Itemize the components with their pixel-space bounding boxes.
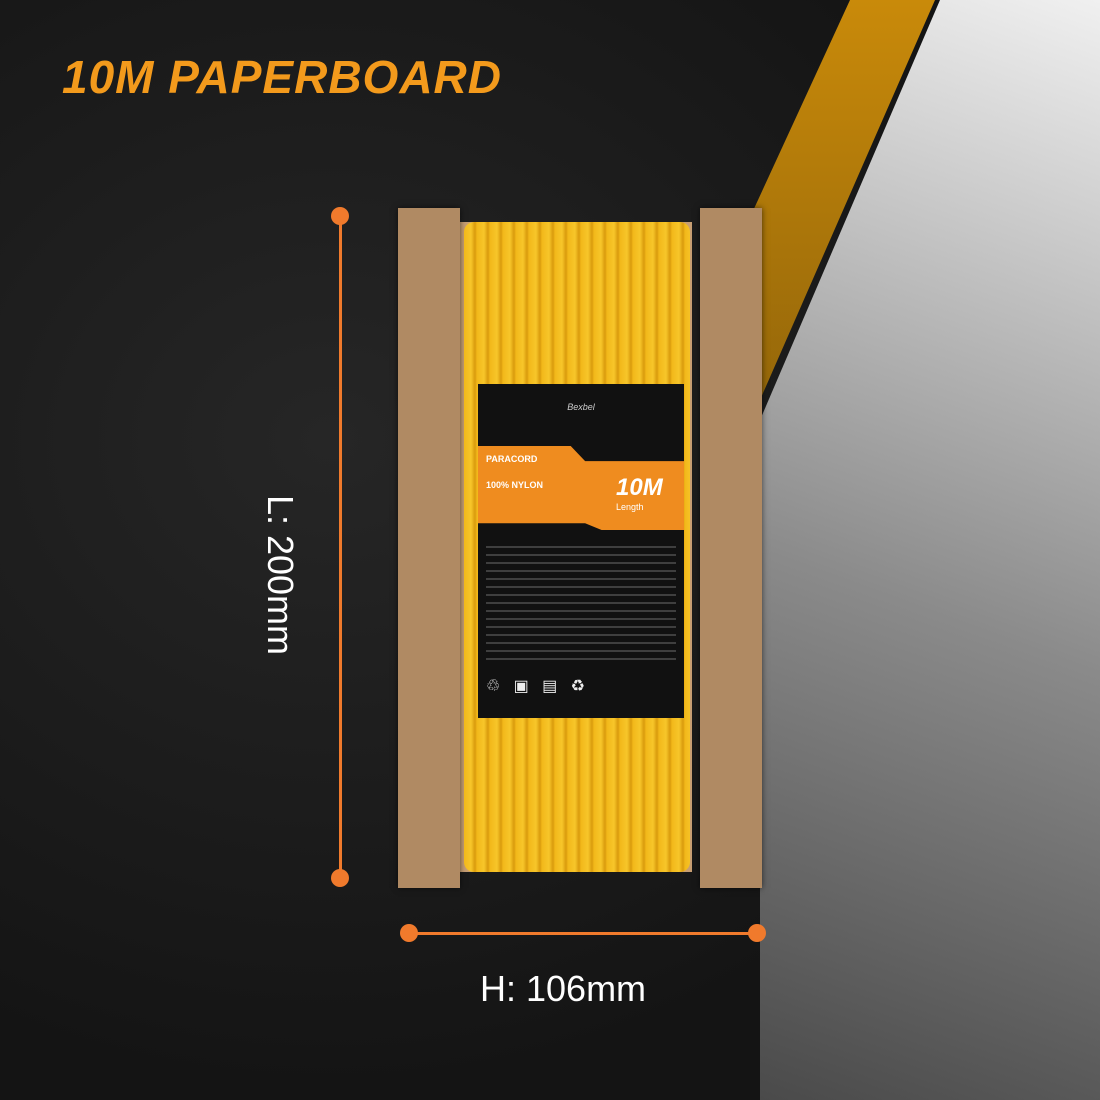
paperboard-left-flange [398, 208, 460, 888]
length-label: L: 200mm [260, 494, 301, 656]
product-label: Bexbel PARACORD 100% NYLON 10M Length ♲ … [478, 384, 684, 718]
headline: 10M PAPERBOARD [62, 51, 502, 103]
label-length-value: 10M [616, 474, 663, 501]
paperboard-right-flange [700, 208, 762, 888]
height-dimension-line [409, 932, 757, 935]
label-nylon: 100% NYLON [486, 480, 544, 490]
label-length-caption: Length [616, 502, 644, 512]
height-endpoint-right [748, 924, 766, 942]
height-label: H: 106mm [480, 968, 647, 1009]
height-endpoint-left [400, 924, 418, 942]
label-fine-print [486, 546, 676, 666]
length-dimension-line [339, 216, 342, 878]
length-endpoint-bottom [331, 869, 349, 887]
brand-logo: Bexbel [567, 402, 595, 412]
recycle-icon: ♲ ▣ ▤ ♻ [486, 678, 585, 695]
length-endpoint-top [331, 207, 349, 225]
label-paracord: PARACORD [486, 454, 538, 464]
label-band: PARACORD 100% NYLON 10M Length [478, 446, 684, 530]
